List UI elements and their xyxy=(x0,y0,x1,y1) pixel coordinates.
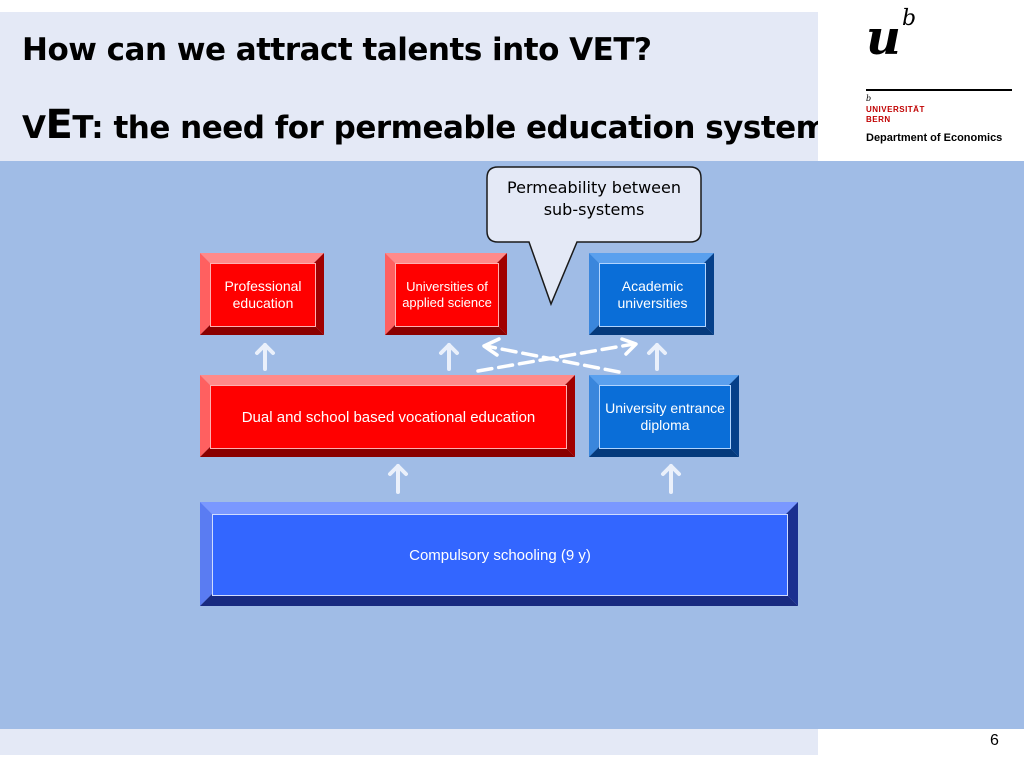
bevel-academic-universities xyxy=(589,253,714,335)
slide-subtitle: VET: the need for permeable education sy… xyxy=(22,102,846,148)
label-dual-vocational: Dual and school based vocational educati… xyxy=(210,385,567,449)
bevel-compulsory-schooling xyxy=(200,502,798,606)
dashed-arrow-icon xyxy=(476,337,638,373)
department-name: Department of Economics xyxy=(866,132,1003,144)
logo-divider xyxy=(866,89,1012,91)
subtitle-rest: T: the need for permeable education syst… xyxy=(72,110,846,146)
bevel-entrance-diploma xyxy=(589,375,739,457)
callout-text: Permeability between sub-systems xyxy=(507,178,681,219)
label-academic-universities: Academic universities xyxy=(599,263,706,327)
arrow-up-icon xyxy=(647,343,667,371)
arrow-up-icon xyxy=(439,343,459,371)
logo-mark-b: b xyxy=(902,6,917,31)
label-professional-education: Professional education xyxy=(210,263,316,327)
logo-mark-u: u xyxy=(866,10,901,66)
dashed-arrow-icon xyxy=(482,337,621,374)
label-entrance-diploma: University entrance diploma xyxy=(599,385,731,449)
arrow-up-icon xyxy=(661,464,681,494)
callout-bubble xyxy=(486,166,702,307)
slide-footer xyxy=(0,729,818,755)
slide-header xyxy=(0,12,818,161)
label-compulsory-schooling: Compulsory schooling (9 y) xyxy=(212,514,788,596)
logo-city: BERN xyxy=(866,115,891,124)
arrow-up-icon xyxy=(255,343,275,371)
logo-small-b: b xyxy=(866,94,872,103)
subtitle-prefix-e: E xyxy=(45,102,73,148)
subtitle-prefix-v: V xyxy=(22,110,46,146)
slide-title: How can we attract talents into VET? xyxy=(22,32,652,68)
bevel-universities-applied-science xyxy=(385,253,507,335)
page-number: 6 xyxy=(990,732,999,749)
university-logo: u b b UNIVERSITÄT BERN Department of Eco… xyxy=(818,0,1024,161)
logo-university: UNIVERSITÄT xyxy=(866,105,925,114)
bevel-dual-vocational xyxy=(200,375,575,457)
arrow-up-icon xyxy=(388,464,408,494)
bevel-professional-education xyxy=(200,253,324,335)
label-universities-applied-science: Universities of applied science xyxy=(395,263,499,327)
